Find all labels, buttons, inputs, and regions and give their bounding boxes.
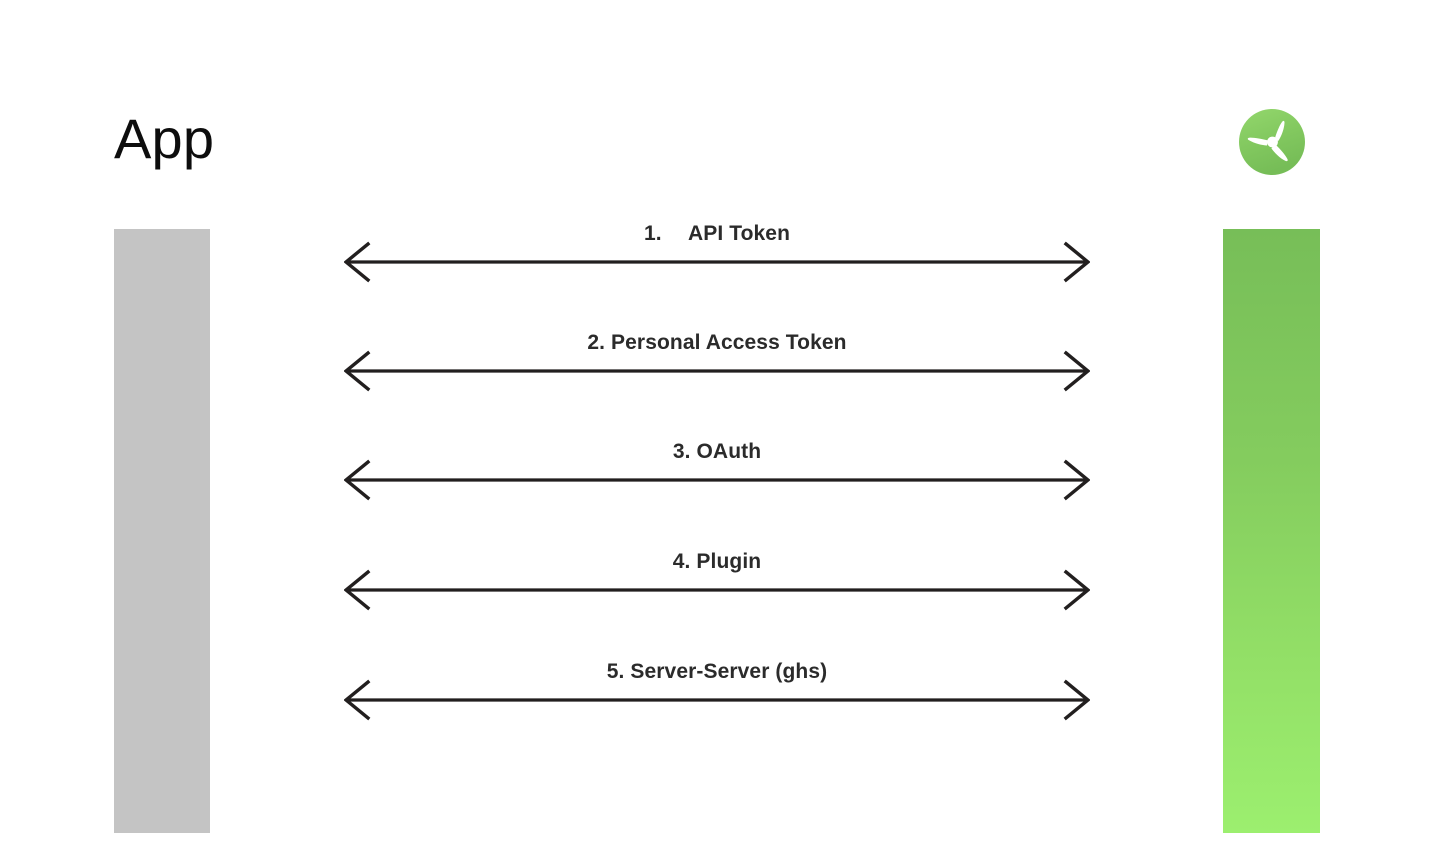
message-label: 5. Server-Server (ghs): [606, 660, 828, 683]
server-lifeline-bar: [1223, 229, 1320, 833]
message-label: 4. Plugin: [672, 550, 762, 573]
bidirectional-arrow-icon: [344, 459, 1090, 501]
bidirectional-arrow-icon: [344, 241, 1090, 283]
message-label: 1. API Token: [644, 222, 790, 245]
bidirectional-arrow-icon: [344, 679, 1090, 721]
page-title: App: [114, 107, 215, 170]
message-label: 3. OAuth: [672, 440, 762, 463]
bidirectional-arrow-icon: [344, 569, 1090, 611]
app-lifeline-bar: [114, 229, 210, 833]
message-label: 2. Personal Access Token: [587, 331, 847, 354]
propeller-logo-icon: [1238, 108, 1306, 176]
bidirectional-arrow-icon: [344, 350, 1090, 392]
